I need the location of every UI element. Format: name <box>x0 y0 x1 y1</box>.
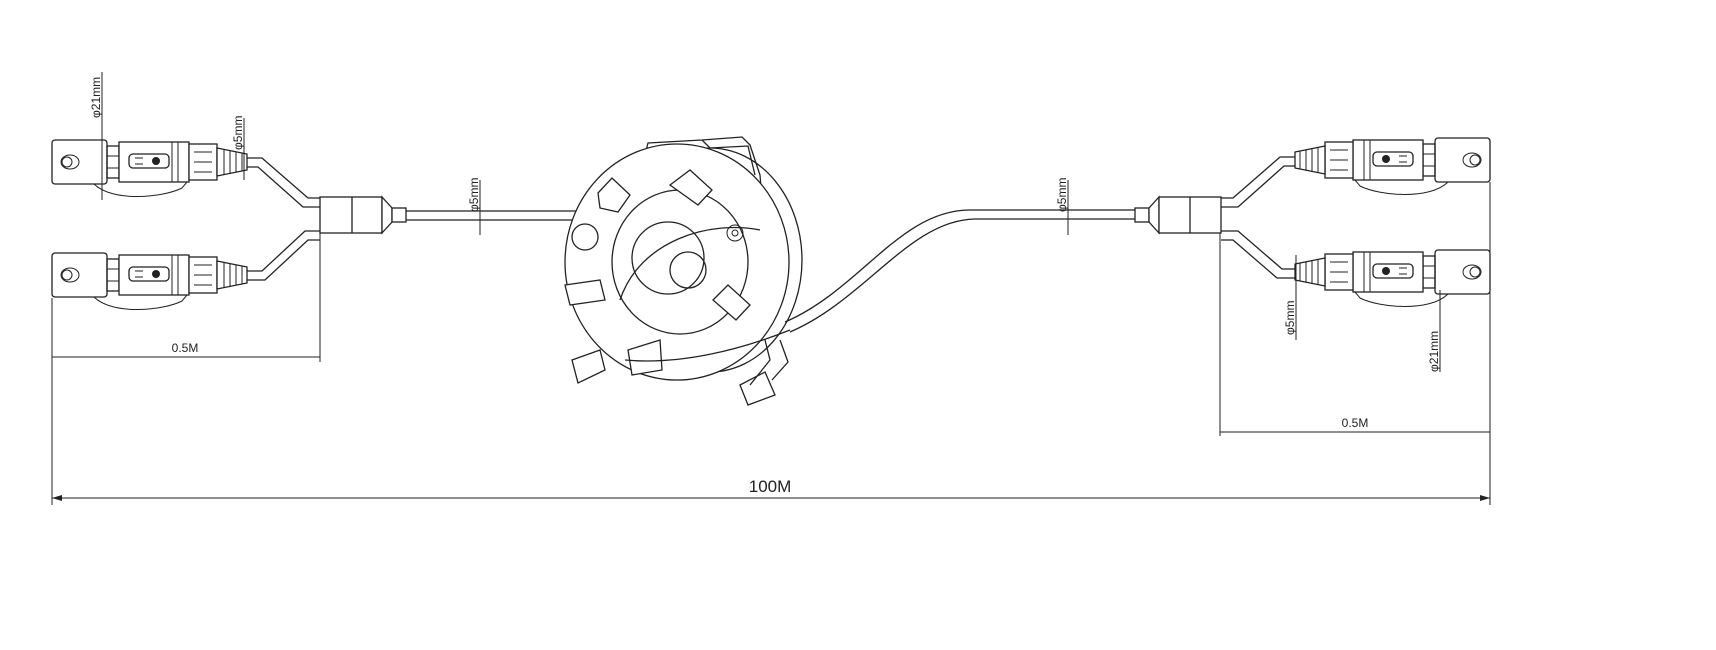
right-cable-diameter-label: φ5mm <box>1283 301 1297 335</box>
overall-length-dimension <box>52 495 1490 501</box>
left-dimensions <box>51 72 481 505</box>
center-right-cable-diameter-label: φ5mm <box>1055 178 1069 212</box>
main-cable-right <box>784 209 1135 333</box>
left-cable-diameter-label: φ5mm <box>231 116 245 150</box>
left-connector-diameter-label: φ21mm <box>89 77 103 118</box>
center-left-cable-diameter-label: φ5mm <box>467 178 481 212</box>
right-branch-cables <box>1221 156 1298 279</box>
overall-length-label: 100M <box>749 477 792 496</box>
cable-reel <box>564 136 803 406</box>
main-cable-left <box>406 210 578 221</box>
left-branch-cables <box>247 157 320 281</box>
right-splitter <box>1134 195 1222 235</box>
right-dimensions <box>1067 180 1491 505</box>
left-branch-length-label: 0.5M <box>172 341 199 355</box>
left-splitter <box>319 195 407 235</box>
left-connector-top <box>51 139 248 198</box>
left-connector-bottom <box>51 252 248 311</box>
right-branch-length-label: 0.5M <box>1342 416 1369 430</box>
right-connector-diameter-label: φ21mm <box>1427 331 1441 372</box>
right-connector-bottom <box>1294 249 1491 308</box>
right-connector-top <box>1294 137 1491 196</box>
